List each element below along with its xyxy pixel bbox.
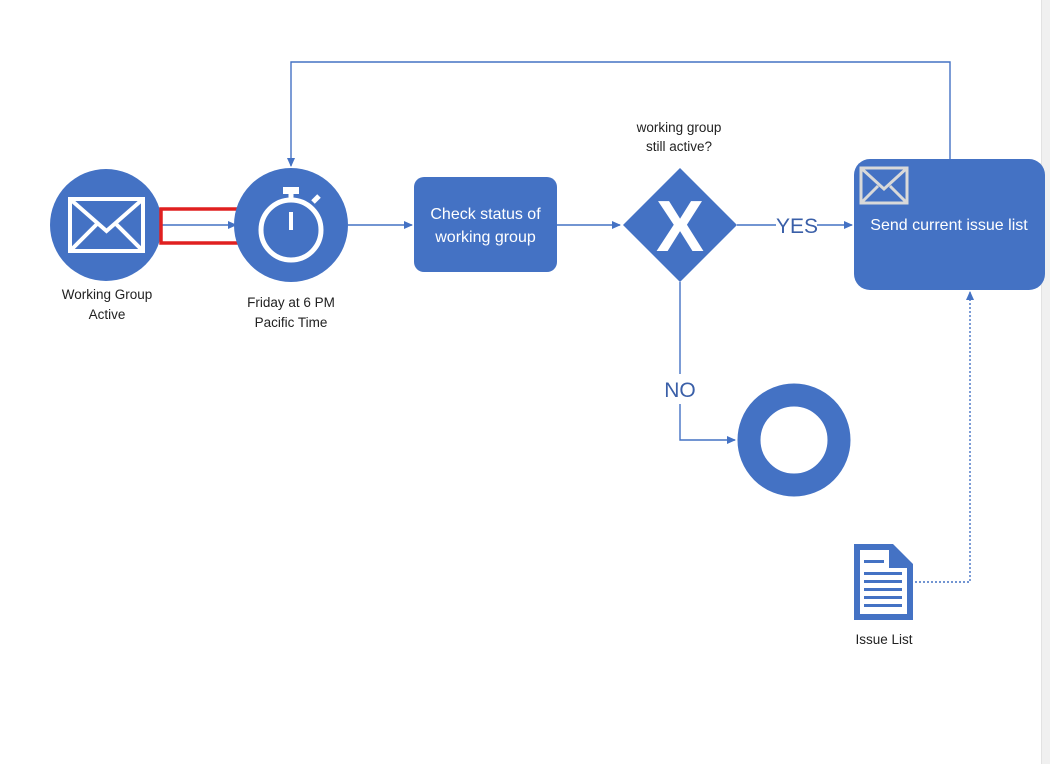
exclusive-gateway[interactable]: X working group still active? <box>623 120 737 282</box>
flow-gateway-no-b[interactable] <box>679 404 736 444</box>
envelope-icon <box>68 197 145 253</box>
end-event[interactable] <box>737 383 851 497</box>
check-task-label-1: Check status of <box>430 206 541 223</box>
end-circle-icon <box>737 383 851 497</box>
check-task-label-2: working group <box>434 229 536 246</box>
check-status-task[interactable]: Check status of working group <box>414 177 557 272</box>
flow-loop-back[interactable] <box>287 61 951 167</box>
send-issue-list-task[interactable]: Send current issue list <box>854 159 1045 290</box>
issue-list-data-object[interactable]: Issue List <box>854 544 913 647</box>
document-icon <box>854 544 913 620</box>
start-event-label-1: Working Group <box>62 287 153 302</box>
timer-event[interactable]: Friday at 6 PM Pacific Time <box>234 168 348 330</box>
start-event[interactable]: Working Group Active <box>50 169 162 322</box>
association-issue-list[interactable] <box>915 291 974 583</box>
send-task-label: Send current issue list <box>870 217 1028 234</box>
selected-connector-highlight <box>159 207 241 245</box>
gateway-x-symbol: X <box>656 187 704 267</box>
stopwatch-icon <box>258 187 324 263</box>
gateway-label-1: working group <box>636 120 722 135</box>
timer-event-label-2: Pacific Time <box>255 315 328 330</box>
issue-list-label: Issue List <box>855 632 912 647</box>
scrollbar-edge[interactable] <box>1041 0 1050 764</box>
start-event-label-2: Active <box>89 307 126 322</box>
no-label: NO <box>664 379 696 402</box>
connectors <box>162 61 974 583</box>
yes-label: YES <box>776 215 818 238</box>
envelope-icon <box>859 166 909 205</box>
timer-event-label-1: Friday at 6 PM <box>247 295 335 310</box>
gateway-label-2: still active? <box>646 139 712 154</box>
